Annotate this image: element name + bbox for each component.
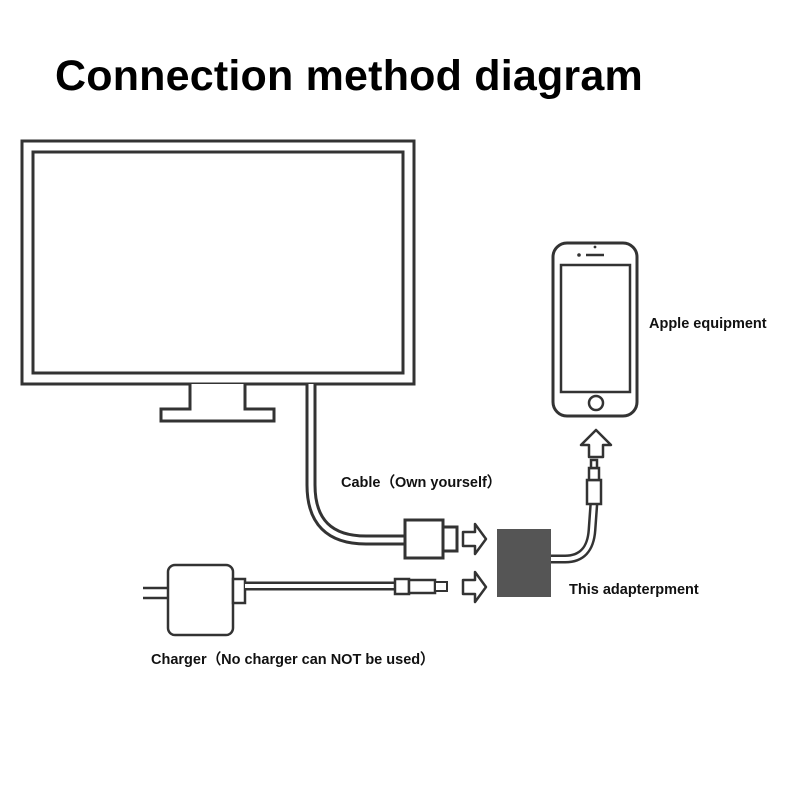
iphone-icon — [551, 241, 639, 418]
tv-monitor-icon — [20, 139, 416, 423]
adapter-label: This adapterpment — [569, 582, 699, 598]
cable-label: Cable（Own yourself） — [341, 475, 502, 491]
page-title: Connection method diagram — [55, 52, 643, 100]
charger-label: Charger（No charger can NOT be used） — [151, 652, 435, 668]
usb-charger-icon — [143, 563, 247, 637]
apple-equipment-label: Apple equipment — [649, 316, 767, 332]
adapter-box-icon — [497, 501, 599, 597]
arrow-up-icon — [579, 428, 613, 459]
arrow-right-icon — [461, 522, 488, 556]
charger-cable-icon — [245, 577, 448, 596]
lightning-plug-icon — [585, 458, 603, 506]
arrow-right-icon — [461, 570, 488, 604]
hdmi-cable-icon — [305, 384, 459, 560]
